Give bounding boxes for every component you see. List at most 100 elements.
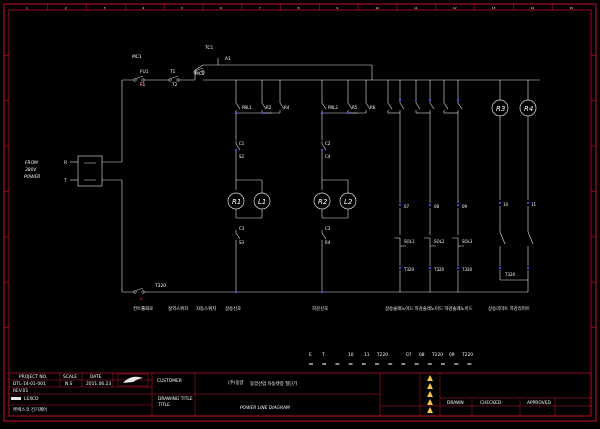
warning-triangle-icon	[427, 383, 433, 389]
scale-value: N.S	[65, 381, 73, 387]
solenoid	[394, 237, 406, 247]
contact-label: 10	[503, 202, 509, 207]
terminal-node	[260, 111, 264, 115]
lamp-label: L2	[344, 198, 353, 206]
warning-triangle-icon	[427, 375, 433, 381]
pushbutton-contact	[321, 102, 327, 110]
aux-contact	[347, 102, 353, 110]
rev-header-checked: CHECKED	[480, 400, 502, 406]
bottom-timer-label: T320	[154, 283, 166, 289]
fuse-tag: F1	[140, 82, 146, 88]
customer-label: CUSTOMER	[157, 378, 182, 384]
breaker-contact	[141, 78, 145, 82]
terminal-block	[454, 363, 459, 365]
border-number: 5	[181, 6, 183, 10]
border-number: 9	[336, 6, 338, 10]
project-no-label: PROJECT NO.	[19, 374, 47, 380]
terminal-node	[428, 266, 432, 270]
mccb-label: MC1	[132, 54, 142, 60]
source-line3: POWER	[24, 174, 40, 180]
phase-t-label: T	[63, 178, 67, 184]
drawing-title-value: POWER LINE DIAGRAM	[240, 405, 290, 411]
aux-contact	[443, 102, 449, 110]
section-label-3: 자동스위치	[196, 305, 216, 312]
timer-label: T320	[433, 267, 445, 272]
contact-label: C1	[239, 141, 245, 146]
breaker-contact	[133, 290, 137, 294]
section-label-1: 컨트롤회로	[133, 305, 153, 312]
nc-contact	[235, 143, 241, 151]
terminal-block	[427, 363, 432, 365]
section-label-6: 상승솔레노이드 하강솔레노이드 하강솔레노이드	[385, 305, 473, 312]
relay-coil-label: R3	[496, 105, 505, 113]
timer-label: T320	[461, 267, 473, 272]
contact-label: 11	[531, 202, 537, 207]
rev-header-drawn: DRAWN	[447, 400, 464, 406]
border-number: 7	[259, 6, 261, 10]
terminal-block	[388, 363, 393, 365]
terminal-block	[322, 363, 327, 365]
warning-triangle-icon	[427, 399, 433, 405]
aux-contact	[365, 102, 371, 110]
company-sub: ㈜렉스코 전기제어	[13, 406, 47, 413]
terminal-node	[456, 203, 460, 207]
terminal-node	[456, 266, 460, 270]
terminal-block	[414, 363, 419, 365]
border-number: 12	[453, 6, 457, 10]
date-label: DATE	[90, 374, 102, 380]
breaker-lever	[134, 287, 144, 292]
fuse-label: FU1	[140, 69, 149, 75]
warning-triangle-icon	[427, 407, 433, 413]
date-value: 2011.06.23	[86, 381, 111, 387]
breaker-contact	[141, 290, 145, 294]
terminal-block	[361, 363, 366, 365]
border-row-letters	[4, 55, 596, 328]
company-logo-bar	[11, 397, 21, 400]
drawing-title-label: DRAWING TITLE	[158, 396, 193, 402]
solenoid	[452, 237, 464, 247]
border-number: 8	[298, 6, 300, 10]
contact-label: C3	[239, 226, 245, 231]
aux-label: R5	[352, 105, 358, 110]
terminal-label: E	[309, 352, 312, 358]
terminal-label: T	[321, 352, 325, 358]
contact-label: S3	[239, 240, 245, 245]
source-line2: 380V	[25, 167, 37, 173]
nc-contact	[321, 232, 327, 240]
outer-frame	[3, 3, 597, 422]
power-source: FROM 380V POWER R T	[24, 155, 122, 187]
breaker-contact	[168, 78, 172, 82]
breaker-contact	[193, 70, 197, 74]
terminal-block	[335, 363, 340, 365]
terminal-label: 11	[364, 352, 370, 358]
rev-header-approved: APPROVED	[527, 400, 552, 406]
terminal-block	[401, 363, 406, 365]
breaker-tag: N	[140, 297, 143, 301]
section-label-2: 정역스위치	[168, 305, 188, 312]
terminal-node	[398, 98, 402, 102]
scale-label: SCALE	[63, 374, 77, 380]
customer-value: 동양산업 자동캣칭 절단기	[250, 380, 297, 387]
company-name: LEXCO	[24, 396, 39, 402]
aux-label: R6	[370, 105, 376, 110]
border-number: 13	[492, 6, 496, 10]
inner-frame	[8, 9, 592, 417]
lamp-label: L1	[258, 198, 266, 206]
contact-label: 07	[404, 204, 410, 209]
terminal-node	[398, 203, 402, 207]
relay-coil-label: R2	[318, 198, 328, 206]
contact-label: C2	[325, 141, 331, 146]
bottom-bus	[122, 280, 529, 293]
mc-tag: MC2	[195, 71, 205, 77]
section-labels: 컨트롤회로 정역스위치 자동스위치 상승신호 하강신호 상승솔레노이드 하강솔레…	[133, 305, 530, 312]
customer-prefix: (주)동양	[228, 379, 244, 386]
terminal-node	[346, 111, 350, 115]
border-number: 4	[142, 6, 144, 10]
breaker-lever	[134, 75, 144, 80]
terminal-node	[456, 98, 460, 102]
top-bus	[122, 64, 373, 81]
